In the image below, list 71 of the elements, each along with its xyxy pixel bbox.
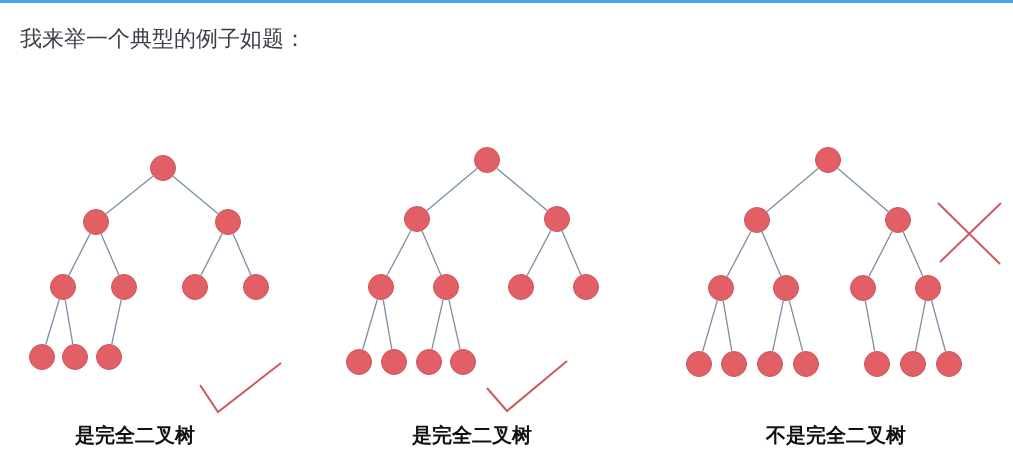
tree-node <box>474 147 500 173</box>
tree-node <box>757 351 783 377</box>
tree-edge <box>426 167 478 212</box>
tree-edge <box>902 231 924 277</box>
tree-edge <box>100 233 120 276</box>
tree-node <box>885 207 911 233</box>
tree-node <box>544 206 570 232</box>
tree-edge <box>868 230 893 278</box>
tree-node <box>83 209 109 235</box>
tree-edge <box>914 300 927 352</box>
tree-node <box>96 344 122 370</box>
tree-node <box>850 275 876 301</box>
tree-node <box>215 209 241 235</box>
tree-node <box>150 155 176 181</box>
tree-node <box>773 275 799 301</box>
tree-edge <box>761 231 782 277</box>
tree-node <box>111 274 137 300</box>
tree-edge <box>68 232 91 277</box>
tree-node <box>900 351 926 377</box>
tree-node <box>793 351 819 377</box>
tree-node <box>686 351 712 377</box>
tree-edge <box>172 175 219 215</box>
tree-edge <box>722 300 733 352</box>
tree-edge <box>496 167 548 212</box>
tree-edge <box>382 299 393 350</box>
tree-node <box>433 274 459 300</box>
tree-node <box>416 349 442 375</box>
tree-edge <box>232 233 252 276</box>
tree-node <box>381 349 407 375</box>
tree-node <box>508 274 534 300</box>
tree-edge <box>421 230 442 276</box>
tree-edge <box>105 175 154 215</box>
tree-edge <box>561 230 582 276</box>
tree-edge <box>448 299 461 350</box>
tree-edge <box>772 300 784 352</box>
tree-node <box>915 275 941 301</box>
heading: 我来举一个典型的例子如题： <box>20 25 306 53</box>
tree-edge <box>111 299 122 345</box>
tree-node <box>62 344 88 370</box>
tree-edge <box>930 299 947 353</box>
tree-caption: 是完全二叉树 <box>412 422 532 449</box>
tree-edge <box>45 298 60 346</box>
tree-node <box>404 206 430 232</box>
tree-node <box>864 351 890 377</box>
tree-node <box>368 274 394 300</box>
tree-node <box>29 344 55 370</box>
tree-node <box>182 274 208 300</box>
tree-node <box>744 207 770 233</box>
tree-node <box>936 351 962 377</box>
tree-node <box>721 351 747 377</box>
tree-node <box>346 349 372 375</box>
tree-node <box>815 147 841 173</box>
tree-edge <box>864 300 876 352</box>
tree-caption: 不是完全二叉树 <box>766 422 906 449</box>
tree-edge <box>837 167 889 213</box>
tree-edge <box>766 167 819 213</box>
tree-edge <box>788 299 804 353</box>
tree-caption: 是完全二叉树 <box>75 422 195 449</box>
tree-node <box>243 274 269 300</box>
tree-edge <box>64 299 74 345</box>
tree-node <box>450 349 476 375</box>
tree-edge <box>362 298 378 351</box>
tree-edge <box>431 299 444 350</box>
tree-edge <box>526 229 552 277</box>
tree-node <box>573 274 599 300</box>
tree-edge <box>701 299 719 353</box>
tree-node <box>50 274 76 300</box>
tree-edge <box>386 229 412 277</box>
tree-edge <box>726 230 752 278</box>
tree-node <box>708 275 734 301</box>
tree-edge <box>200 232 223 277</box>
